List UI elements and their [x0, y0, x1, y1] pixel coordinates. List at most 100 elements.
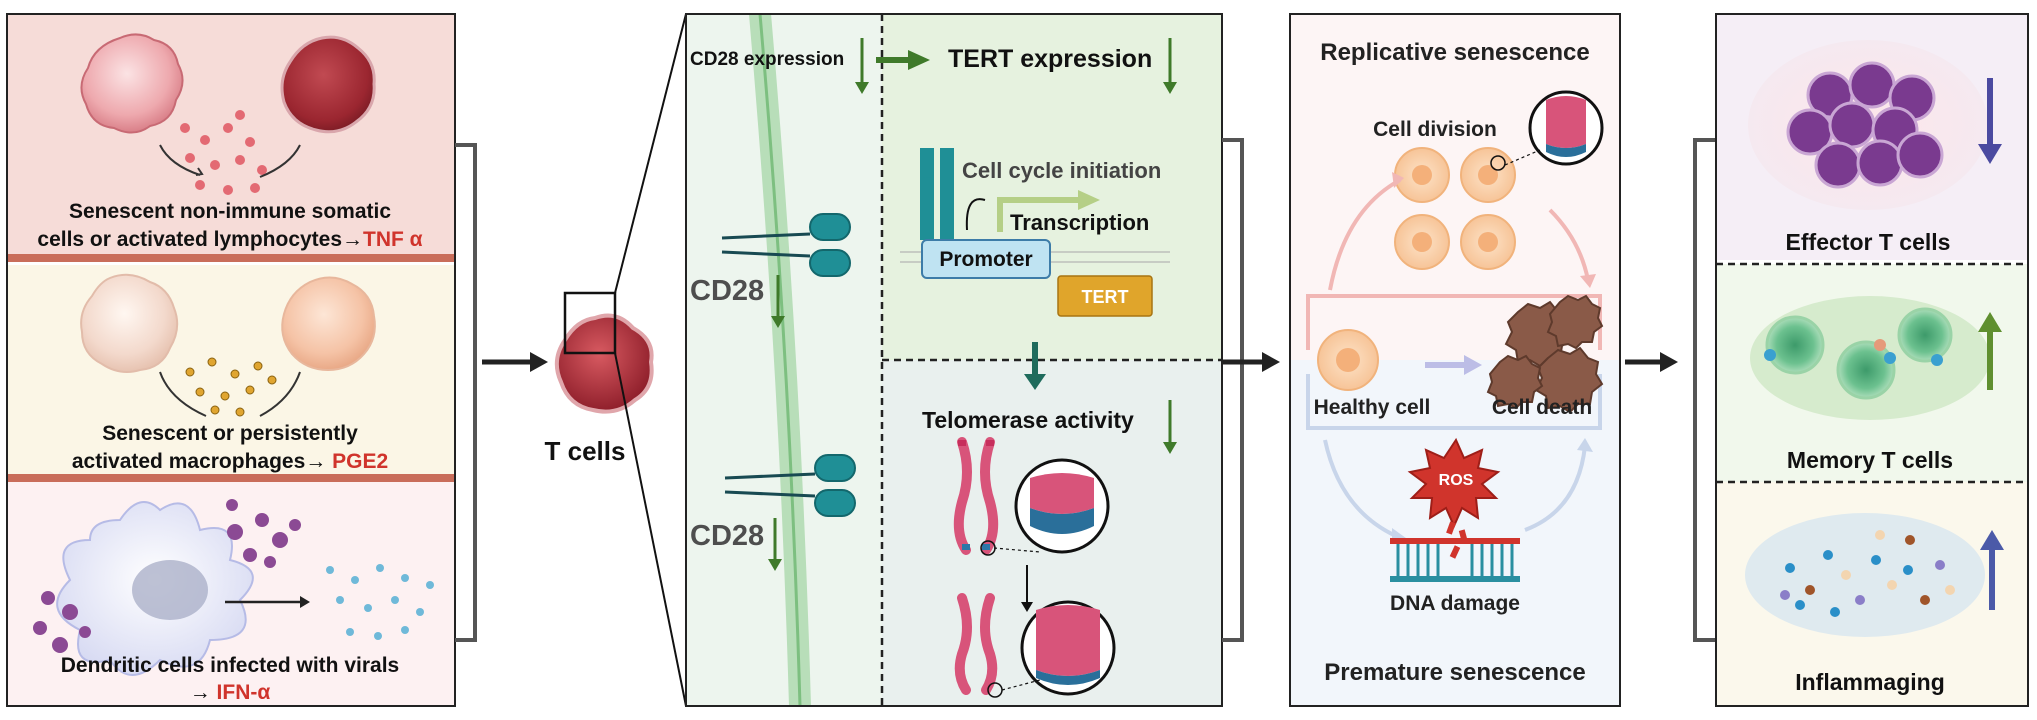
tert-region-bg: [882, 14, 1222, 360]
down-arrow-head: [855, 82, 869, 94]
memory-label: Memory T cells: [1787, 447, 1953, 473]
connector: [1001, 679, 1041, 691]
flow-arrow-head: [1580, 274, 1596, 288]
down-arrow-head: [768, 559, 782, 571]
cytokine-particles: [1780, 530, 1955, 617]
panel-border: [6, 13, 456, 707]
panel-border: [1289, 13, 1621, 707]
panel-row-pge2-bg: [7, 265, 455, 477]
cd28-label-1: CD28: [690, 275, 764, 307]
replicative-senescence-label: Replicative senescence: [1320, 39, 1590, 66]
down-arrow-head: [1021, 602, 1033, 612]
flow-arrow: [1323, 439, 1397, 538]
cell-division-label: Cell division: [1373, 118, 1497, 141]
connector: [1504, 149, 1541, 166]
row1-text2: cells or activated lymphocytes→TNF α: [37, 228, 422, 251]
telomere-short-icon: [1020, 600, 1116, 696]
cd28-receptor-icon: [724, 454, 856, 517]
cd28-expression-label: CD28 expression: [690, 49, 844, 70]
inflammaging-halo: [1745, 513, 1985, 637]
cd28-label-2: CD28: [690, 520, 764, 552]
telomere-long-icon: [1014, 458, 1110, 554]
promoter-box: [921, 239, 1051, 279]
row3-text2: → IFN-α: [190, 681, 271, 704]
senescent-macrophage-icon: [80, 273, 179, 373]
mechanism-panel: CD28 expression TERT expression CD28 CD2…: [685, 13, 1223, 707]
arrow: [259, 371, 301, 417]
inflammaging-label: Inflammaging: [1795, 669, 1945, 695]
telomerase-activity-label: Telomerase activity: [922, 407, 1134, 433]
dead-cells-icon: [1486, 294, 1604, 414]
row2-text1: Senescent or persistently: [102, 422, 358, 445]
premature-senescence-label: Premature senescence: [1324, 659, 1586, 686]
down-arrow-head: [1163, 82, 1177, 94]
healthy-cell-icon: [1317, 329, 1379, 391]
tert-gene-label: TERT: [1082, 287, 1129, 307]
stimuli-panel: Senescent non-immune somatic cells or ac…: [6, 13, 456, 707]
memory-t-cells-icon: [1764, 307, 1953, 400]
right-arrow-head: [1464, 355, 1482, 375]
dna-damage-label: DNA damage: [1390, 592, 1520, 615]
t-cells-label: T cells: [545, 436, 626, 466]
bracket: [1693, 138, 1715, 642]
cell-cycle-initiation-label: Cell cycle initiation: [962, 158, 1161, 183]
transcription-arrow: [997, 197, 1080, 232]
up-arrow-head: [1978, 312, 2002, 332]
outcomes-panel: Effector T cells Memory T cells Inflamma…: [1715, 13, 2029, 707]
virus-particles: [33, 499, 301, 653]
senescence-panel: Replicative senescence Cell division: [1289, 13, 1621, 707]
arrow-head: [1660, 352, 1678, 372]
cell-death-label: Cell death: [1492, 396, 1592, 419]
healthy-cell-label: Healthy cell: [1314, 396, 1431, 419]
arrow-head: [195, 167, 204, 176]
transcription-label: Transcription: [1010, 210, 1149, 235]
arrow: [965, 198, 986, 231]
down-arrow-head: [771, 316, 785, 328]
arrow-head: [1262, 352, 1280, 372]
zoom-line: [614, 352, 687, 707]
bracket: [1222, 138, 1244, 642]
senescence-bg-bottom: [1290, 360, 1620, 706]
effector-t-cells-icon: [1786, 61, 1944, 189]
flow-arrow: [1548, 208, 1590, 281]
ros-label: ROS: [1439, 472, 1474, 489]
bracket: [455, 143, 477, 642]
tert-expression-label: TERT expression: [948, 45, 1152, 73]
pge2-particles: [185, 357, 277, 417]
t-cell-icon: [554, 313, 654, 414]
up-arrow-head: [1980, 530, 2004, 550]
bracket-bottom: [1306, 374, 1602, 430]
panel-row-tnf-bg: [7, 14, 455, 260]
tert-gene-box: [1057, 275, 1153, 317]
effector-label: Effector T cells: [1786, 229, 1951, 255]
row3-text1: Dendritic cells infected with virals: [61, 654, 399, 677]
cd28-receptor-icon: [721, 213, 851, 277]
flow-arrow-head: [1392, 172, 1404, 188]
down-arrow-head: [1163, 442, 1177, 454]
arrow: [159, 144, 201, 176]
transcription-arrow-head: [1078, 190, 1100, 210]
senescent-somatic-cell-icon: [80, 33, 184, 134]
zoom-line: [614, 13, 687, 294]
right-arrow-head: [908, 50, 930, 70]
arrow: [259, 144, 301, 178]
panel-border: [1715, 13, 2029, 707]
flow-arrow: [1328, 178, 1401, 291]
damaged-dna-icon: [1390, 521, 1520, 582]
arrow-head: [300, 596, 310, 608]
zoom-circle: [1490, 155, 1506, 171]
dendritic-cell-icon: [56, 501, 254, 676]
activated-lymphocyte-icon: [280, 35, 376, 134]
row2-text2: activated macrophages→ PGE2: [72, 450, 388, 473]
telomere-zoom-icon: [1528, 90, 1604, 166]
cell-membrane-line: [758, 13, 802, 707]
receptor-on-promoter-icon: [920, 148, 954, 240]
zoom-box: [563, 291, 617, 355]
dividing-cells: [1394, 147, 1516, 270]
chromosome-long-icon: [953, 437, 999, 555]
down-arrow-head: [1978, 144, 2002, 164]
flow-arrow: [1524, 445, 1587, 532]
connector: [993, 547, 1041, 553]
ifn-particles: [326, 564, 434, 640]
